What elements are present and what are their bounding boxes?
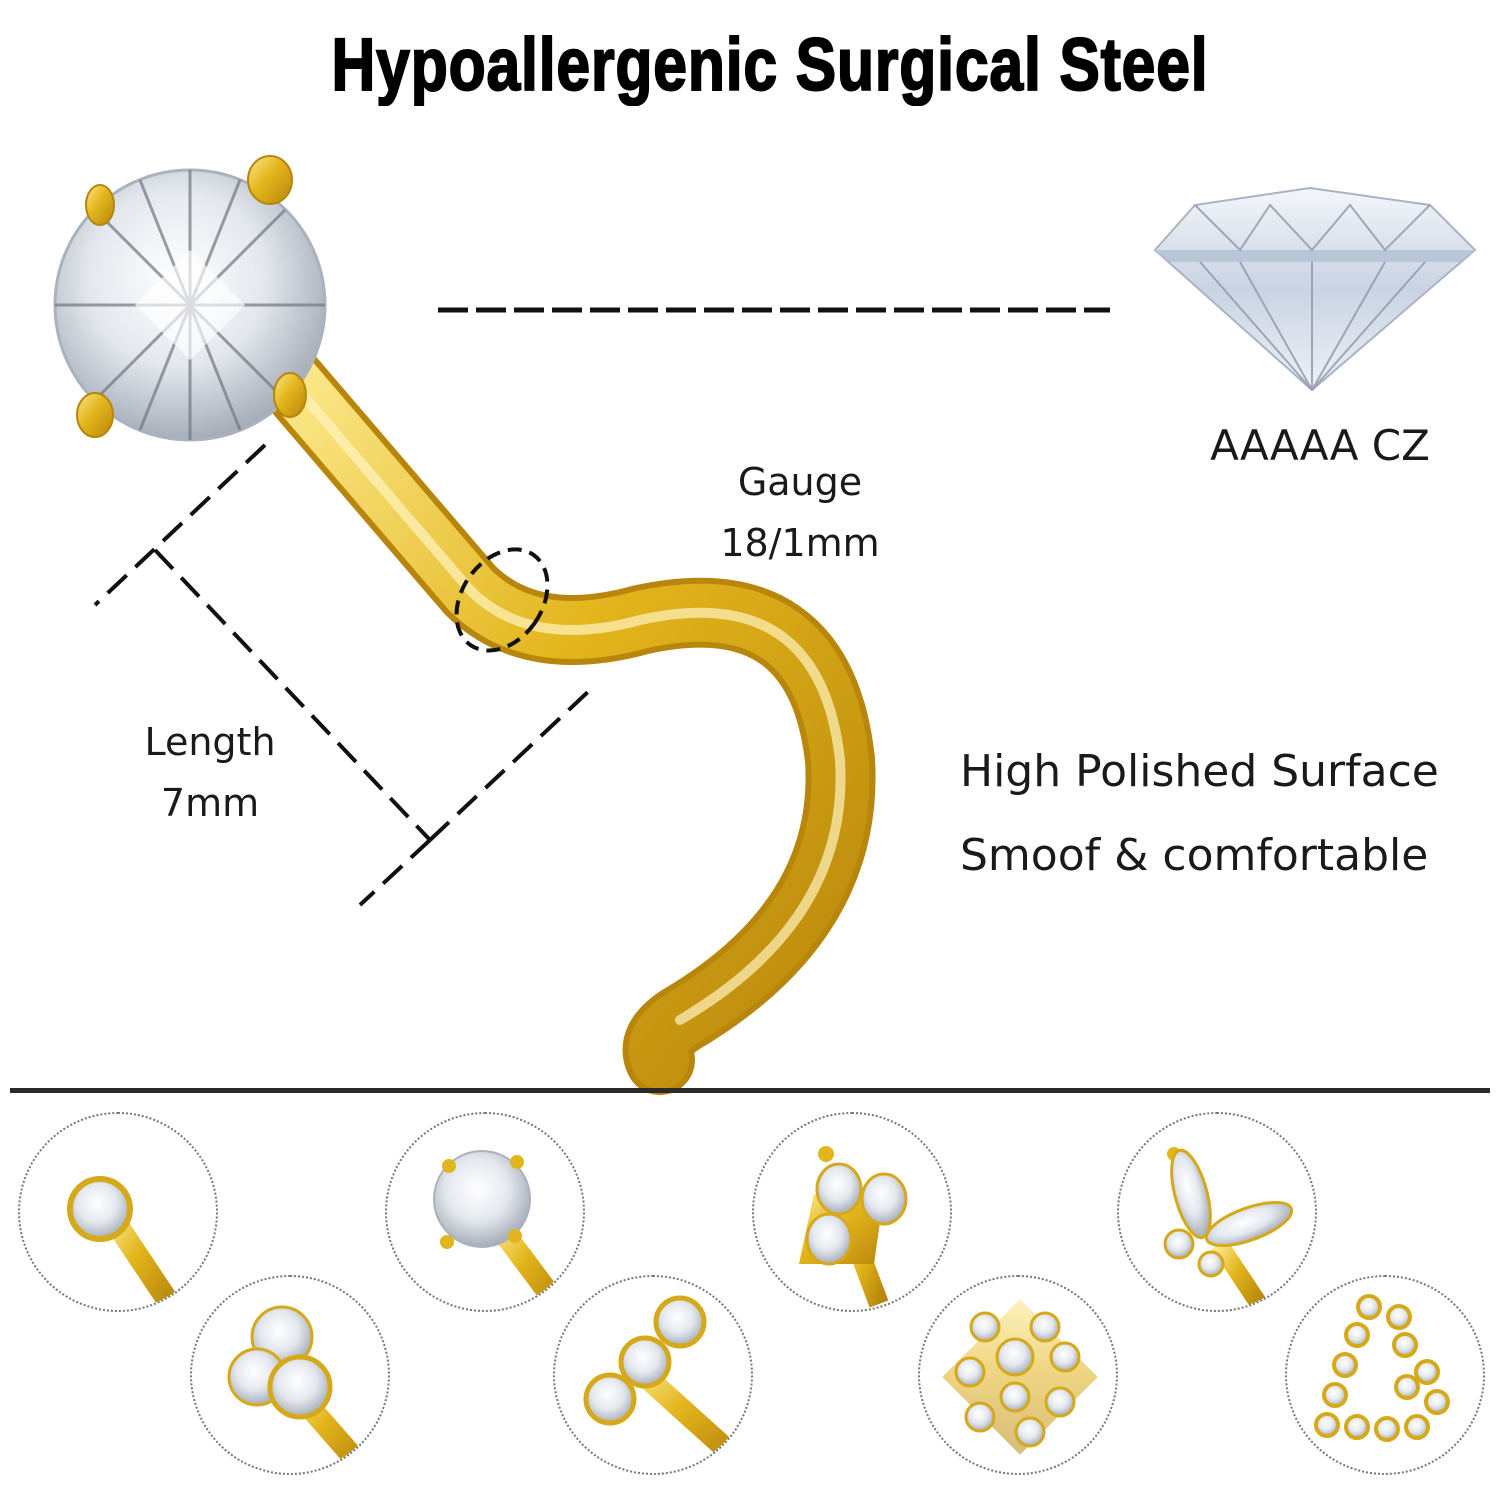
style-thumb-triple-bezel-line bbox=[553, 1275, 753, 1475]
feature-polished: High Polished Surface bbox=[960, 746, 1439, 797]
gauge-spec: Gauge 18/1mm bbox=[690, 452, 910, 574]
style-thumb-bezel-round bbox=[18, 1112, 218, 1312]
gauge-label: Gauge bbox=[737, 460, 863, 504]
style-thumb-pave-heart bbox=[1285, 1275, 1485, 1475]
gauge-value: 18/1mm bbox=[720, 520, 880, 565]
gem-prongs bbox=[76, 155, 307, 438]
style-thumb-flower-cluster bbox=[752, 1112, 952, 1312]
section-divider bbox=[10, 1088, 1490, 1093]
feature-comfortable: Smoof & comfortable bbox=[960, 829, 1429, 881]
style-thumb-prong-round bbox=[385, 1112, 585, 1312]
length-spec: Length 7mm bbox=[110, 712, 310, 834]
gauge-marker bbox=[454, 547, 550, 653]
main-gem bbox=[53, 155, 327, 442]
cz-diamond-icon bbox=[1153, 186, 1477, 392]
style-thumb-butterfly bbox=[1117, 1112, 1317, 1312]
length-dimension bbox=[93, 443, 592, 907]
style-thumb-snowflake-cluster bbox=[918, 1275, 1118, 1475]
length-label: Length bbox=[144, 720, 276, 764]
stone-grade-label: AAAAA CZ bbox=[1210, 421, 1430, 470]
feature-list: High Polished Surface Smoof & comfortabl… bbox=[960, 730, 1500, 897]
page-title: Hypoallergenic Surgical Steel bbox=[331, 22, 1209, 107]
style-thumb-trinity-cluster bbox=[190, 1275, 390, 1475]
length-value: 7mm bbox=[160, 780, 260, 825]
nose-screw-post bbox=[255, 345, 876, 1095]
